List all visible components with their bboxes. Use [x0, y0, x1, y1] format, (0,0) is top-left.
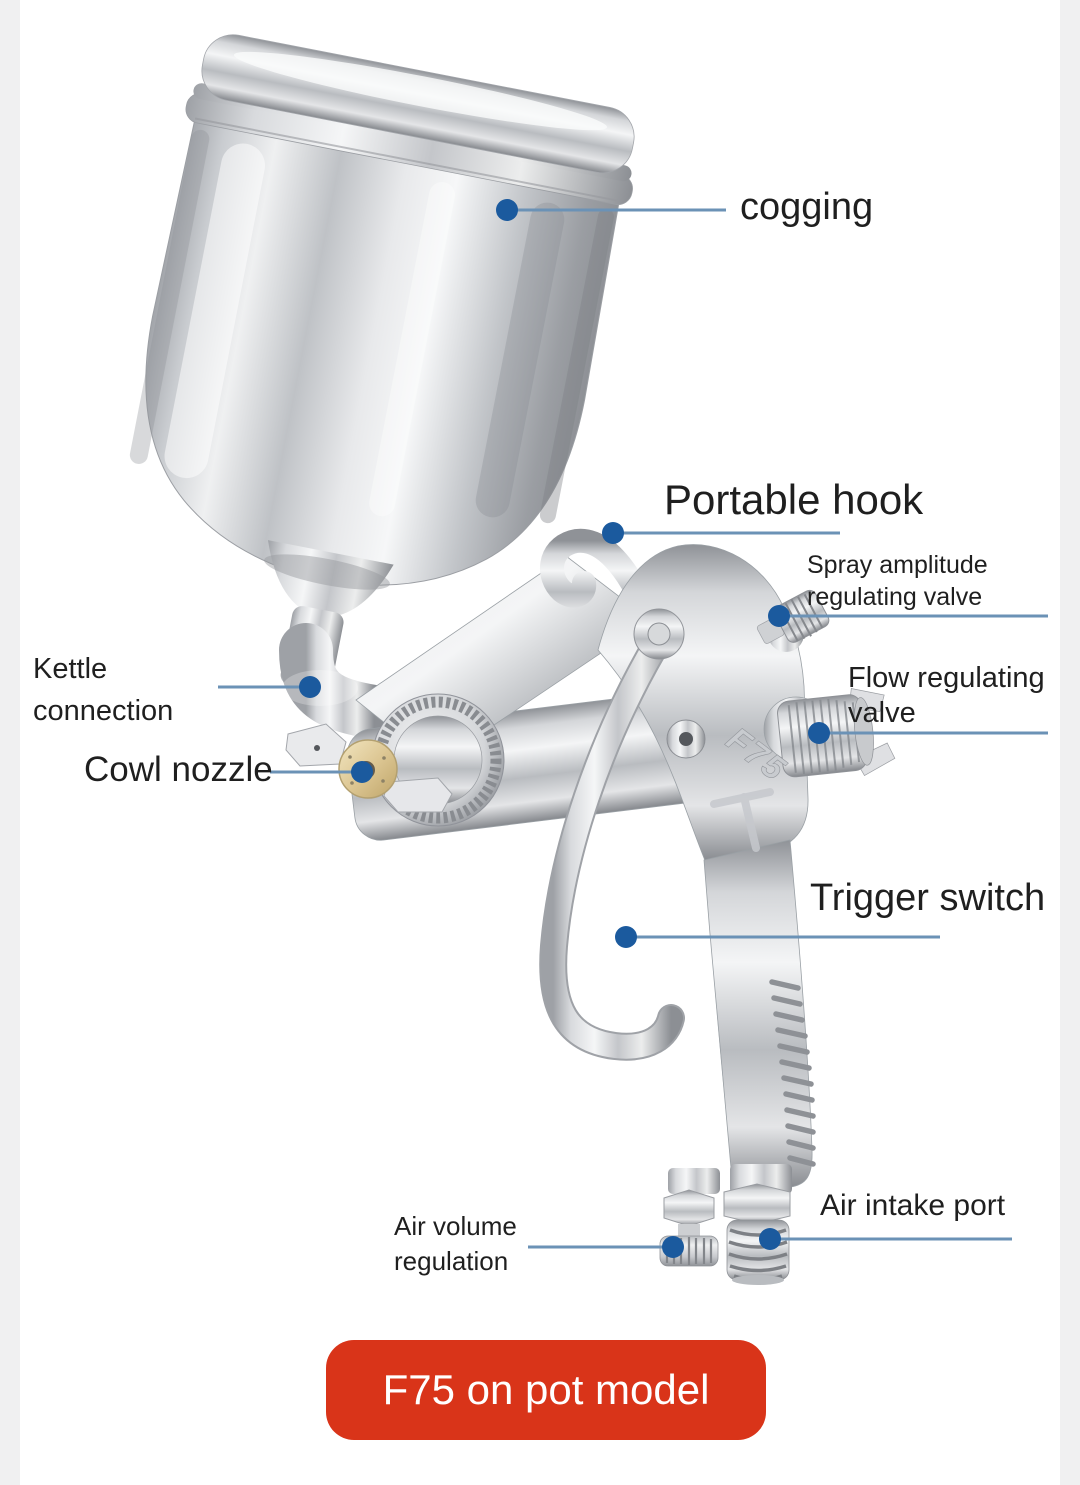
callout-label-air-intake: Air intake port	[820, 1189, 1006, 1222]
callout-dot-trigger-switch	[615, 926, 637, 948]
body-t-mark	[710, 788, 774, 852]
air-intake-fitting	[723, 1164, 792, 1285]
callout-label-cowl-nozzle: Cowl nozzle	[84, 750, 273, 789]
callout-dot-cogging	[496, 199, 518, 221]
trigger-shape	[539, 634, 685, 1061]
paint-cup	[129, 34, 635, 692]
trigger-pivot-pin	[647, 622, 671, 646]
callout-label-cogging: cogging	[740, 186, 874, 228]
callout-label-air-volume: Air volume regulation	[394, 1211, 517, 1277]
callout-dot-cowl-nozzle	[351, 761, 373, 783]
leader-line-flow-valve	[819, 731, 1048, 735]
callout-dot-spray-amplitude	[768, 605, 790, 627]
callout-label-trigger-switch: Trigger switch	[810, 877, 1046, 919]
leader-line-cogging	[507, 208, 726, 212]
callout-label-flow-valve: Flow regulating valve	[848, 662, 1045, 729]
variant-button-f75-pot[interactable]: F75 on pot model	[326, 1340, 766, 1440]
callout-label-kettle-connection: Kettle connection	[33, 653, 174, 728]
gun-handle	[703, 839, 816, 1191]
callout-dot-portable-hook	[602, 522, 624, 544]
leader-line-portable-hook	[613, 531, 840, 535]
leader-line-cowl-nozzle	[270, 770, 362, 774]
right-margin-band	[1060, 0, 1080, 1485]
leader-line-kettle-connection	[218, 685, 310, 689]
callout-dot-air-volume	[662, 1236, 684, 1258]
portable-hook-shape	[540, 528, 664, 638]
callout-dot-flow-valve	[808, 722, 830, 744]
needle-packing-hole	[679, 732, 693, 746]
leader-line-spray-amplitude	[779, 614, 1048, 618]
callout-dot-kettle-connection	[299, 676, 321, 698]
leader-line-trigger-switch	[626, 935, 940, 939]
callout-label-portable-hook: Portable hook	[664, 476, 924, 523]
callout-dot-air-intake	[759, 1228, 781, 1250]
callout-label-spray-amplitude: Spray amplitude regulating valve	[807, 551, 988, 611]
leader-line-air-intake	[770, 1237, 1012, 1241]
left-margin-band	[0, 0, 20, 1485]
leader-line-air-volume	[528, 1245, 673, 1249]
